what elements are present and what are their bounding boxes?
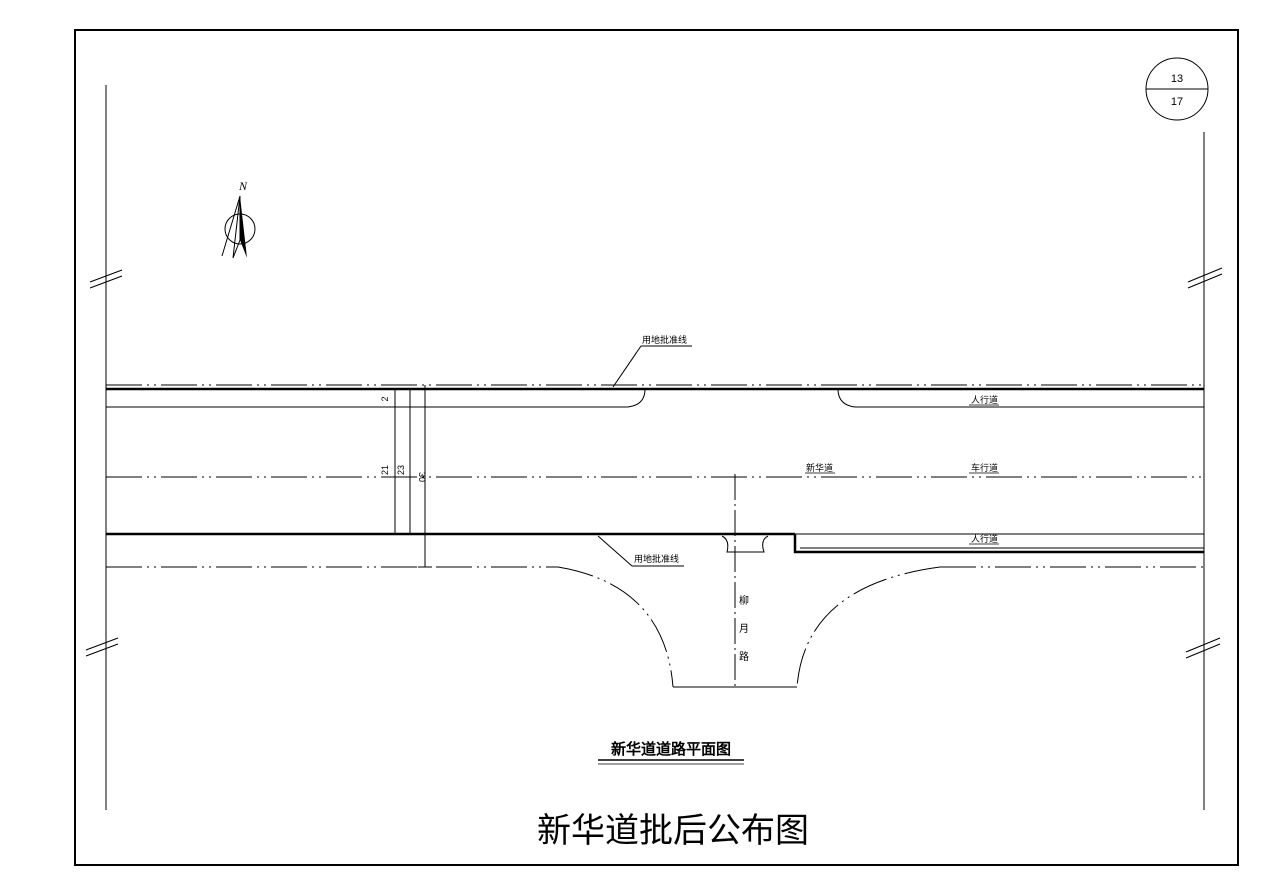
left-boundary xyxy=(85,85,123,810)
sidewalk-bottom-label: 人行道 xyxy=(971,533,998,545)
north-arrow-icon: N xyxy=(221,179,256,259)
cross-road xyxy=(673,474,797,688)
dim-23: 23 xyxy=(396,465,406,475)
dimension-lines xyxy=(388,385,432,568)
road-name-label: 新华道 xyxy=(806,462,833,474)
carriageway-label: 车行道 xyxy=(971,462,998,474)
dim-30: 30 xyxy=(417,472,427,482)
right-boundary xyxy=(1185,132,1223,810)
sidewalk-top-label: 人行道 xyxy=(971,394,998,406)
dim-21: 21 xyxy=(380,465,390,475)
main-title: 新华道批后公布图 xyxy=(537,811,809,851)
dim-2: 2 xyxy=(380,396,390,401)
land-line-bottom-leader xyxy=(597,535,684,567)
land-line-top-label: 用地批准线 xyxy=(642,334,687,346)
north-curb xyxy=(106,387,1204,408)
sheet-total: 17 xyxy=(1171,96,1183,108)
plan-title: 新华道道路平面图 xyxy=(611,740,731,758)
cross-road-char-2: 月 xyxy=(739,623,749,635)
sheet-number-badge: 13 17 xyxy=(1145,57,1209,121)
drawing-frame xyxy=(74,29,1239,866)
south-curb xyxy=(106,532,1204,554)
cross-road-char-1: 柳 xyxy=(739,594,749,607)
cross-road-char-3: 路 xyxy=(739,650,749,663)
land-line-bottom-label: 用地批准线 xyxy=(634,553,679,565)
sheet-number: 13 xyxy=(1171,73,1183,85)
land-line-top-leader xyxy=(612,345,692,388)
land-line-bottom xyxy=(106,566,1204,688)
north-label: N xyxy=(238,179,248,193)
